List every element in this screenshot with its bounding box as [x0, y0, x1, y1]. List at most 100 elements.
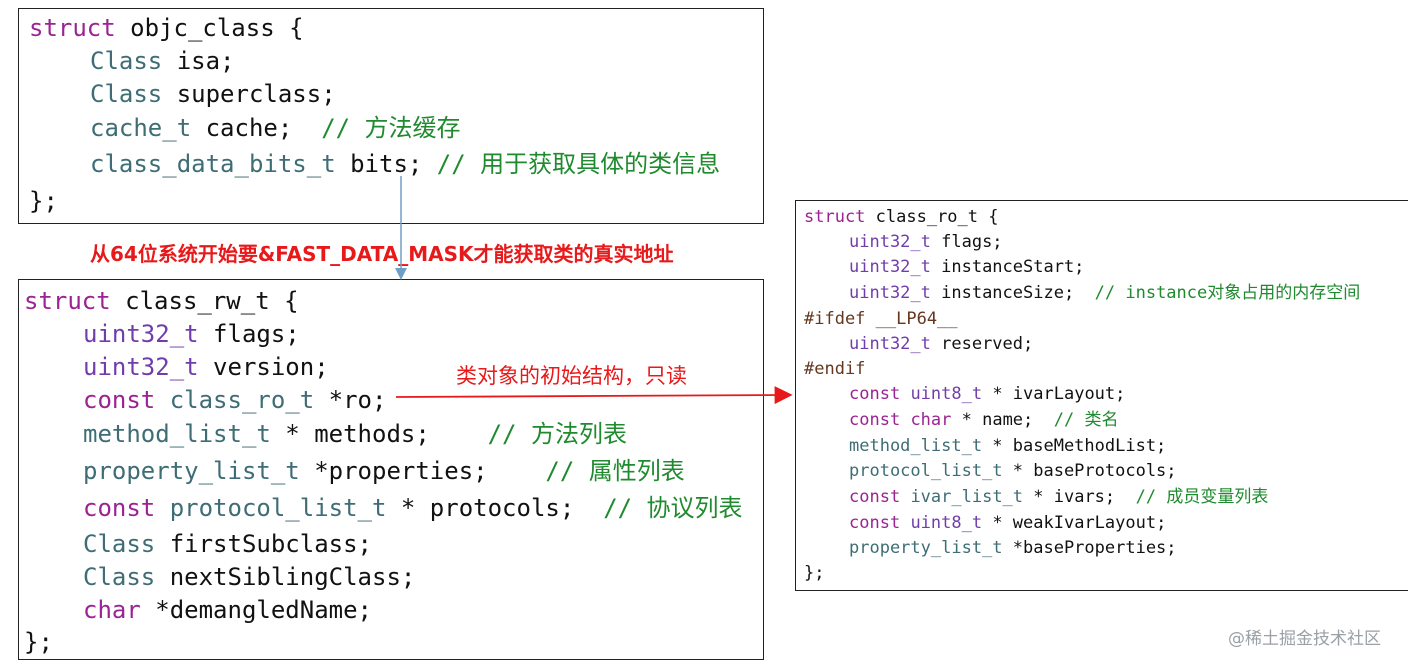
type-name: Class — [90, 47, 163, 75]
code-text: version; — [198, 353, 329, 381]
type-name: uint32_t — [849, 334, 931, 354]
code-line: protocol_list_t * baseProtocols; — [849, 463, 1177, 480]
code-comment: // 方法缓存 — [321, 114, 461, 142]
code-text: flags; — [930, 232, 1003, 252]
type-name: method_list_t — [849, 436, 983, 456]
code-text: nextSiblingClass; — [155, 563, 416, 591]
code-text: class_rw_t { — [110, 287, 299, 315]
code-line: uint32_t version; — [83, 355, 329, 379]
code-line: cache_t cache; // 方法缓存 — [90, 116, 461, 140]
code-line: Class firstSubclass; — [83, 532, 372, 556]
type-name: class_data_bits_t — [90, 150, 336, 178]
objc-class-code-box: struct objc_class { Class isa; Class sup… — [18, 8, 764, 224]
code-line: method_list_t * baseMethodList; — [849, 438, 1166, 455]
code-text: *demangledName; — [140, 596, 372, 624]
code-line: class_data_bits_t bits; // 用于获取具体的类信息 — [90, 152, 720, 176]
keyword: const — [849, 513, 901, 533]
code-text: instanceStart; — [930, 257, 1085, 277]
code-comment: // 方法列表 — [487, 420, 627, 448]
code-line: }; — [29, 189, 58, 213]
type-name: property_list_t — [83, 457, 300, 485]
keyword: const — [849, 410, 901, 430]
code-line: }; — [804, 565, 824, 582]
code-line: Class nextSiblingClass; — [83, 565, 415, 589]
type-name: uint32_t — [83, 320, 199, 348]
code-text: instanceSize; — [930, 283, 1095, 303]
watermark: @稀土掘金技术社区 — [1228, 629, 1381, 649]
code-text: cache; — [191, 114, 322, 142]
type-name: ivar_list_t — [910, 487, 1024, 507]
ro-readonly-note: 类对象的初始结构，只读 — [456, 364, 687, 388]
type-name: protocol_list_t — [849, 461, 1003, 481]
code-line: uint32_t instanceStart; — [849, 259, 1084, 276]
code-line: const uint8_t * weakIvarLayout; — [849, 515, 1166, 532]
code-text: }; — [804, 563, 825, 583]
code-line: #ifdef __LP64__ — [804, 311, 958, 328]
type-name: char — [910, 410, 952, 430]
code-line: struct class_rw_t { — [24, 289, 299, 313]
keyword: const — [83, 494, 156, 522]
fast-data-mask-note: 从64位系统开始要&FAST_DATA_MASK才能获取类的真实地址 — [90, 242, 674, 266]
code-text: *properties; — [299, 457, 546, 485]
code-comment: // 类名 — [1053, 410, 1119, 430]
type-name: Class — [83, 563, 156, 591]
keyword: const — [83, 386, 156, 414]
keyword: const — [849, 487, 901, 507]
code-line: const class_ro_t *ro; — [83, 388, 386, 412]
code-line: const ivar_list_t * ivars; // 成员变量列表 — [849, 489, 1268, 506]
type-name: uint8_t — [910, 513, 983, 533]
code-text: objc_class { — [115, 14, 304, 42]
code-line: Class isa; — [90, 49, 235, 73]
code-line: method_list_t * methods; // 方法列表 — [83, 422, 627, 446]
code-text: class_ro_t { — [865, 207, 999, 227]
code-text: * name; — [951, 410, 1054, 430]
class-ro-t-code-box: struct class_ro_t { uint32_t flags; uint… — [795, 200, 1408, 591]
code-text: bits; — [335, 150, 437, 178]
code-line: const protocol_list_t * protocols; // 协议… — [83, 496, 743, 520]
code-text: firstSubclass; — [155, 530, 372, 558]
preprocessor-directive: #ifdef __LP64__ — [804, 309, 958, 329]
code-line: char *demangledName; — [83, 598, 372, 622]
code-line: property_list_t *properties; // 属性列表 — [83, 459, 685, 483]
keyword: char — [83, 596, 141, 624]
code-text: * ivars; — [1023, 487, 1136, 507]
code-text: }; — [24, 628, 53, 656]
code-line: struct class_ro_t { — [804, 209, 998, 226]
code-line: #endif — [804, 361, 865, 378]
code-text: * methods; — [270, 420, 488, 448]
keyword: struct — [24, 287, 111, 315]
code-comment: // 属性列表 — [545, 457, 685, 485]
type-name: method_list_t — [83, 420, 271, 448]
code-line: const char * name; // 类名 — [849, 412, 1118, 429]
code-comment: // 协议列表 — [603, 494, 743, 522]
code-line: const uint8_t * ivarLayout; — [849, 386, 1125, 403]
type-name: Class — [83, 530, 156, 558]
type-name: class_ro_t — [169, 386, 315, 414]
code-line: uint32_t instanceSize; // instance对象占用的内… — [849, 285, 1360, 302]
type-name: uint32_t — [849, 232, 931, 252]
code-line: struct objc_class { — [29, 16, 304, 40]
code-text: * baseProtocols; — [1002, 461, 1177, 481]
ro-to-class-ro-connector — [395, 386, 793, 405]
code-line: }; — [24, 630, 53, 654]
type-name: uint32_t — [83, 353, 199, 381]
keyword: struct — [804, 207, 866, 227]
code-line: Class superclass; — [90, 82, 336, 106]
keyword: const — [849, 384, 901, 404]
type-name: protocol_list_t — [169, 494, 387, 522]
code-text: * protocols; — [386, 494, 604, 522]
type-name: uint32_t — [849, 257, 931, 277]
code-line: uint32_t flags; — [83, 322, 300, 346]
code-text: *ro; — [314, 386, 387, 414]
type-name: cache_t — [90, 114, 192, 142]
code-line: uint32_t flags; — [849, 234, 1003, 251]
code-text: * ivarLayout; — [982, 384, 1126, 404]
code-text: flags; — [198, 320, 300, 348]
code-comment: // instance对象占用的内存空间 — [1094, 283, 1361, 303]
code-text: *baseProperties; — [1002, 538, 1177, 558]
code-text: superclass; — [162, 80, 336, 108]
code-line: property_list_t *baseProperties; — [849, 540, 1177, 557]
type-name: property_list_t — [849, 538, 1003, 558]
code-line: uint32_t reserved; — [849, 336, 1033, 353]
